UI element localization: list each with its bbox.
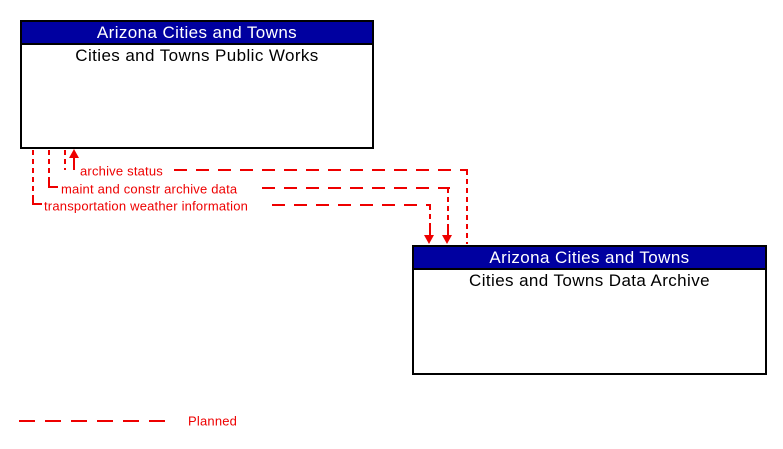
flow-weather-info-arrow-stem [429,226,431,236]
entity-box-data-archive[interactable]: Arizona Cities and Towns Cities and Town… [412,245,767,375]
flow-label-archive-status: archive status [80,163,164,179]
flow-archive-status-stub-line [64,150,66,170]
flow-archive-status-drop-line [466,170,468,244]
entity-label: Cities and Towns Data Archive [469,271,710,290]
entity-header-data-archive: Arizona Cities and Towns [414,247,765,270]
entity-body-public-works: Cities and Towns Public Works [22,45,372,66]
legend-label-planned: Planned [188,413,238,429]
flow-weather-info-corner [32,203,42,205]
flow-maint-constr-arrow-stem [447,226,449,236]
flow-maint-constr-corner [48,186,58,188]
legend-dashed-line [19,420,169,422]
flow-maint-constr-stub-line [48,150,50,181]
flow-maint-constr-line [262,187,450,189]
flow-weather-info-corner [32,198,34,205]
entity-box-public-works[interactable]: Arizona Cities and Towns Cities and Town… [20,20,374,149]
flow-label-transportation-weather-information: transportation weather information [44,198,249,214]
entity-body-data-archive: Cities and Towns Data Archive [414,270,765,291]
entity-header-title: Arizona Cities and Towns [489,248,690,267]
entity-header-title: Arizona Cities and Towns [96,23,298,42]
flow-maint-constr-drop-line [447,188,449,228]
arrow-down-icon [442,235,452,244]
entity-label: Cities and Towns Public Works [75,46,319,65]
flow-label-maint-constr-archive-data: maint and constr archive data [61,181,238,197]
arrow-up-icon [69,149,79,158]
flow-archive-status-arrow-stem [73,157,75,170]
flow-weather-info-drop-line [429,205,431,228]
arrow-down-icon [424,235,434,244]
entity-header-public-works: Arizona Cities and Towns [22,22,372,45]
flow-weather-info-stub-line [32,150,34,198]
flow-maint-constr-corner [48,181,50,188]
flow-weather-info-line [272,204,431,206]
flow-archive-status-line [174,169,468,171]
